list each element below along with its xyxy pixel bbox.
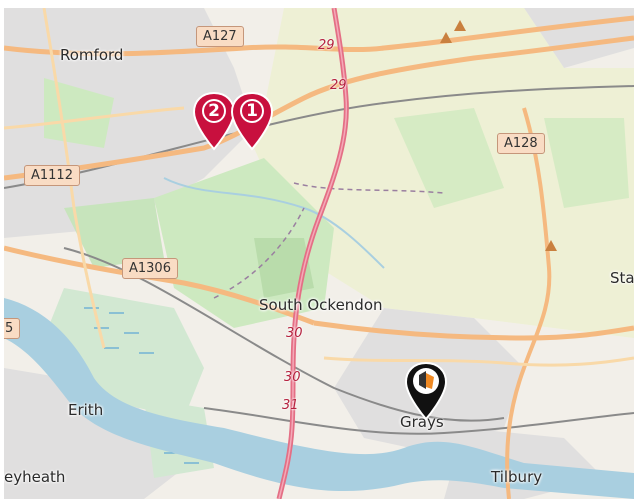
place-label-romford: Romford xyxy=(60,46,124,64)
marker-number: 2 xyxy=(208,101,220,121)
place-label-bexleyheath: eyheath xyxy=(4,468,66,486)
road-shield-a128: A128 xyxy=(497,133,545,154)
place-label-erith: Erith xyxy=(68,401,104,419)
place-label-grays: Grays xyxy=(400,413,444,431)
peak-icon xyxy=(440,32,452,43)
peak-icon xyxy=(545,240,557,251)
place-label-south-ockendon: South Ockendon xyxy=(259,296,383,314)
road-shield-a127: A127 xyxy=(196,26,244,47)
junction-label-30a: 30 xyxy=(286,326,303,341)
map-pin-icon xyxy=(230,91,274,151)
junction-label-29b: 29 xyxy=(330,78,347,93)
place-label-tilbury: Tilbury xyxy=(491,468,543,486)
map-pin-icon xyxy=(192,91,236,151)
map-marker-location[interactable] xyxy=(404,361,448,421)
map-base-layer xyxy=(4,8,634,499)
junction-label-31: 31 xyxy=(282,398,299,413)
marker-number: 1 xyxy=(246,101,258,121)
place-label-stanford: Sta xyxy=(610,269,634,287)
map-marker-2[interactable]: 2 xyxy=(192,91,236,151)
map-marker-1[interactable]: 1 xyxy=(230,91,274,151)
map-view[interactable]: Romford South Ockendon Erith Grays Tilbu… xyxy=(4,8,634,499)
road-shield-edge: 5 xyxy=(4,318,21,339)
road-shield-a1306: A1306 xyxy=(122,258,178,279)
junction-label-29a: 29 xyxy=(318,38,335,53)
location-pin-icon xyxy=(404,361,448,421)
road-shield-a1112: A1112 xyxy=(24,165,80,186)
junction-label-30b: 30 xyxy=(284,370,301,385)
peak-icon xyxy=(454,20,466,31)
